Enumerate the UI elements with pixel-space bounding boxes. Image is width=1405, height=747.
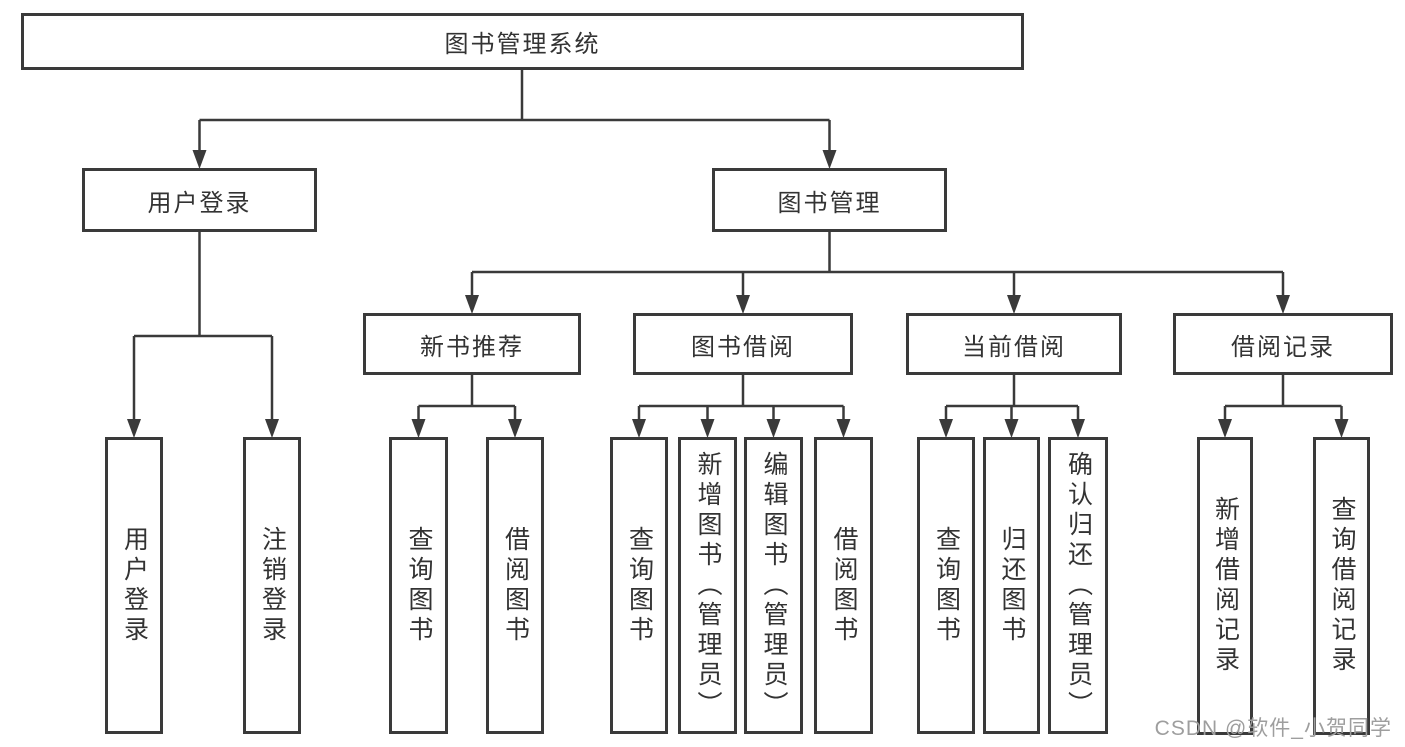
node-leaf-cb-confirm-return-admin-label: 确认归还（管理员） bbox=[1064, 450, 1093, 721]
node-leaf-bb-add-books-admin-label: 新增图书（管理员） bbox=[694, 450, 722, 721]
node-leaf-br-query-record-label: 查询借阅记录 bbox=[1328, 496, 1356, 676]
node-current-borrow-label: 当前借阅 bbox=[962, 333, 1066, 361]
node-leaf-bb-edit-books-admin-label: 编辑图书（管理员） bbox=[760, 450, 788, 721]
node-leaf-br-query-record: 查询借阅记录 bbox=[1313, 437, 1370, 735]
node-leaf-cb-return-books-label: 归还图书 bbox=[998, 525, 1026, 646]
node-leaf-rec-borrow-books-label: 借阅图书 bbox=[501, 525, 530, 646]
node-leaf-bb-query-books: 查询图书 bbox=[610, 437, 668, 734]
connector-borrow-records-to-leaves bbox=[1218, 375, 1349, 438]
node-book-borrow-label: 图书借阅 bbox=[691, 333, 795, 361]
node-leaf-bb-add-books-admin: 新增图书（管理员） bbox=[678, 437, 737, 734]
node-book-borrow: 图书借阅 bbox=[633, 313, 853, 375]
node-leaf-br-add-record-label: 新增借阅记录 bbox=[1211, 496, 1240, 676]
node-root-label: 图书管理系统 bbox=[444, 31, 601, 58]
node-leaf-bb-query-books-label: 查询图书 bbox=[625, 525, 654, 646]
node-leaf-cb-return-books: 归还图书 bbox=[983, 437, 1040, 734]
node-leaf-rec-query-books: 查询图书 bbox=[389, 437, 448, 734]
node-leaf-logout: 注销登录 bbox=[243, 437, 301, 734]
node-current-borrow: 当前借阅 bbox=[906, 313, 1122, 375]
node-borrow-records-label: 借阅记录 bbox=[1231, 333, 1335, 361]
connector-book-borrow-to-leaves bbox=[632, 375, 851, 438]
node-leaf-cb-confirm-return-admin: 确认归还（管理员） bbox=[1048, 437, 1108, 734]
node-book-mgmt-label: 图书管理 bbox=[777, 189, 882, 217]
node-leaf-br-add-record: 新增借阅记录 bbox=[1197, 437, 1253, 735]
node-leaf-user-login: 用户登录 bbox=[105, 437, 163, 734]
watermark-text: CSDN @软件_小贺同学 bbox=[1154, 717, 1392, 740]
node-user-login-label: 用户登录 bbox=[147, 189, 252, 217]
node-leaf-cb-query-books: 查询图书 bbox=[917, 437, 975, 734]
connector-user-login-to-leaves bbox=[127, 232, 279, 438]
node-borrow-records: 借阅记录 bbox=[1173, 313, 1393, 375]
connector-current-borrow-to-leaves bbox=[939, 375, 1085, 438]
connector-new-book-rec-to-leaves bbox=[411, 375, 522, 438]
node-leaf-cb-query-books-label: 查询图书 bbox=[932, 525, 961, 646]
node-book-mgmt: 图书管理 bbox=[712, 168, 947, 232]
connector-book-mgmt-to-level3 bbox=[465, 232, 1290, 314]
node-new-book-rec-label: 新书推荐 bbox=[420, 333, 524, 361]
node-leaf-rec-borrow-books: 借阅图书 bbox=[486, 437, 544, 734]
node-leaf-bb-edit-books-admin: 编辑图书（管理员） bbox=[744, 437, 803, 734]
node-leaf-rec-query-books-label: 查询图书 bbox=[405, 525, 433, 646]
node-leaf-bb-borrow-books-label: 借阅图书 bbox=[830, 525, 858, 646]
node-user-login: 用户登录 bbox=[82, 168, 317, 232]
node-leaf-bb-borrow-books: 借阅图书 bbox=[814, 437, 873, 734]
node-leaf-user-login-label: 用户登录 bbox=[120, 525, 149, 646]
node-leaf-logout-label: 注销登录 bbox=[258, 525, 287, 646]
connector-root-to-level2 bbox=[192, 70, 837, 169]
node-root: 图书管理系统 bbox=[21, 13, 1024, 70]
node-new-book-rec: 新书推荐 bbox=[363, 313, 581, 375]
